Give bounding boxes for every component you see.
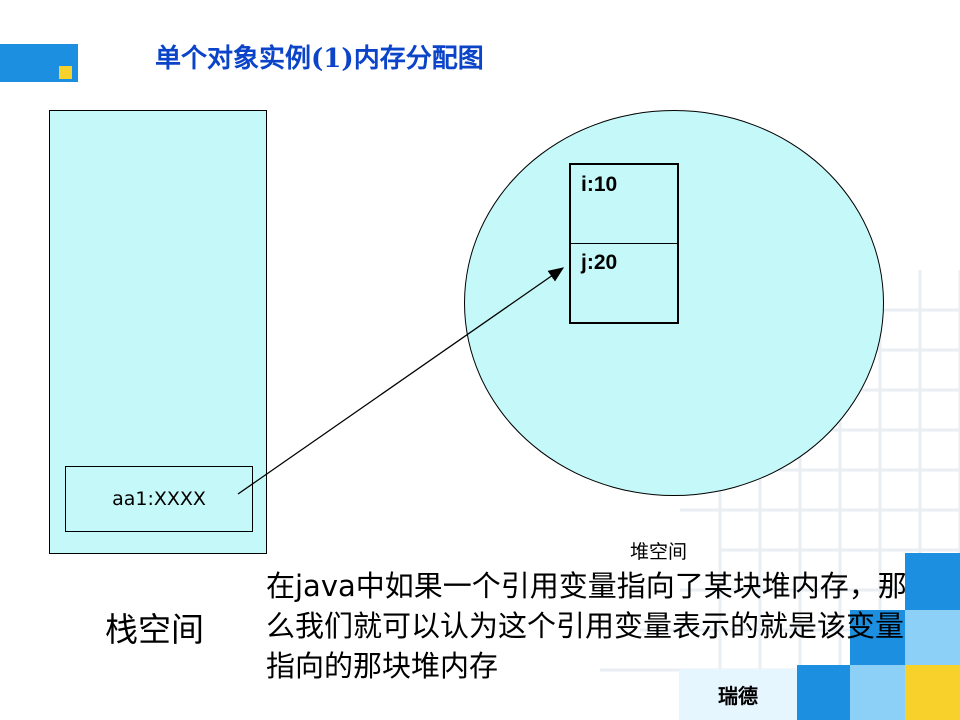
stack-variable: aa1:XXXX (65, 466, 253, 532)
stack-label: 栈空间 (105, 610, 204, 649)
description-text: 在java中如果一个引用变量指向了某块堆内存，那么我们就可以认为这个引用变量表示… (266, 569, 907, 683)
slide-title: 单个对象实例(1)内存分配图 (155, 44, 484, 74)
heap-field-i: i:10 (581, 173, 618, 196)
deco-block (850, 665, 905, 720)
deco-block (905, 610, 960, 667)
object-divider (571, 243, 677, 244)
deco-block (905, 665, 960, 720)
heap-label: 堆空间 (630, 541, 688, 563)
header-yellow-square (59, 66, 72, 79)
heap-field-j: j:20 (581, 251, 618, 274)
brand-label: 瑞德 (679, 669, 797, 720)
deco-block (850, 610, 905, 667)
deco-block (905, 553, 960, 610)
deco-block (797, 665, 850, 720)
heap-object: i:10 j:20 (569, 163, 679, 324)
